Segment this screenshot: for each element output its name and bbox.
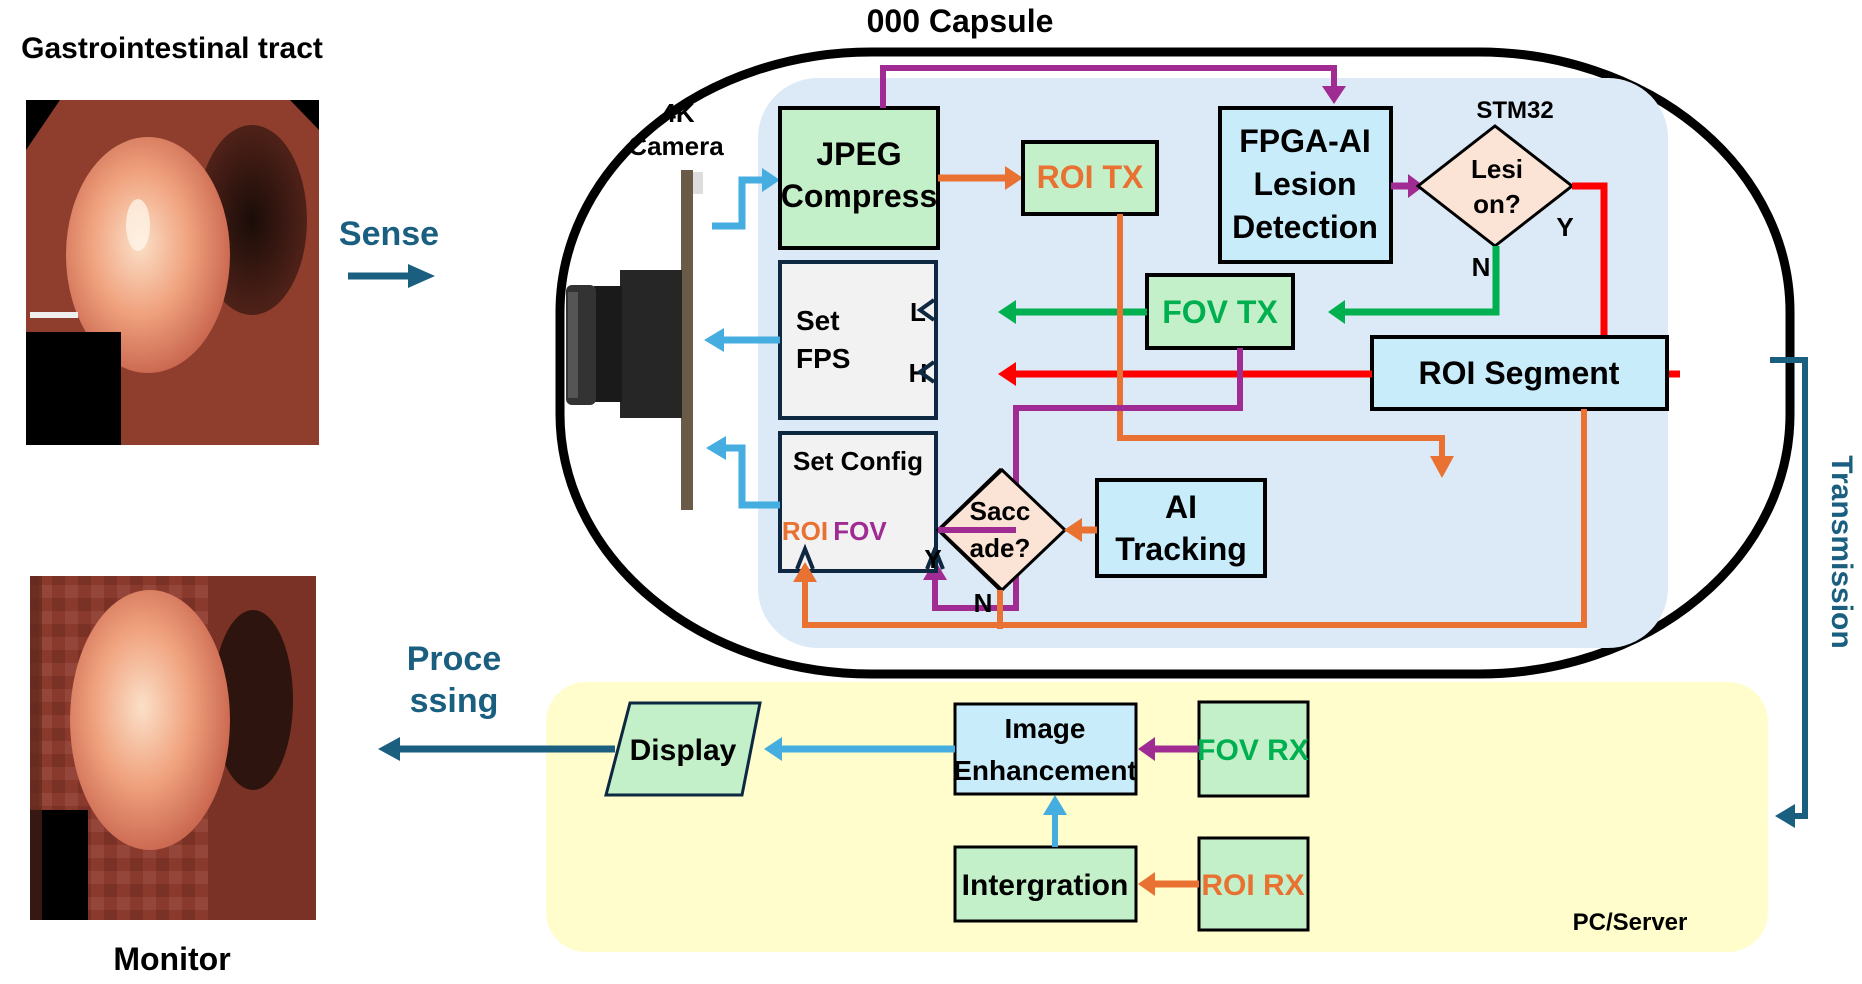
- gi-tract-title: Gastrointestinal tract: [21, 32, 323, 65]
- monitor-image: [30, 576, 316, 920]
- svg-text:ade?: ade?: [970, 533, 1031, 563]
- processing-label-line1: Proce: [407, 640, 502, 678]
- saccade-no-label: N: [974, 588, 993, 618]
- enhancement-to-display-arrow: [764, 737, 955, 761]
- camera-label-line2: Camera: [628, 131, 724, 161]
- svg-text:FOV RX: FOV RX: [1197, 734, 1309, 767]
- svg-text:FPS: FPS: [796, 343, 850, 374]
- svg-text:AI: AI: [1165, 489, 1197, 525]
- svg-text:Sacc: Sacc: [970, 496, 1031, 526]
- fov-rx-box: FOV RX: [1197, 700, 1310, 798]
- jpeg-compress-box: JPEG Compress: [778, 106, 940, 250]
- roi-segment-to-fps-high-arrow: [998, 362, 1372, 386]
- config-fov-port: [925, 543, 945, 570]
- svg-text:on?: on?: [1473, 189, 1521, 219]
- svg-text:Detection: Detection: [1232, 209, 1378, 245]
- set-fps-box: Set FPS L H: [778, 260, 938, 420]
- saccade-text: Sacc ade?: [970, 496, 1031, 563]
- integration-box: Intergration: [953, 845, 1138, 923]
- svg-text:Set Config: Set Config: [793, 446, 923, 476]
- roi-tx-to-ai-tracking-arrow: [1117, 214, 1454, 478]
- config-roi-label: ROI: [782, 516, 828, 546]
- fov-rx-to-enhancement-arrow: [1138, 737, 1199, 761]
- pc-server-label: PC/Server: [1573, 909, 1688, 936]
- svg-text:ROI TX: ROI TX: [1037, 159, 1144, 195]
- fps-low-label: L: [910, 297, 926, 327]
- ai-tracking-box: AI Tracking: [1095, 478, 1267, 578]
- lesion-yes-label: Y: [1556, 212, 1573, 242]
- image-enhancement-box: Image Enhancement: [953, 702, 1138, 796]
- svg-text:ROI Segment: ROI Segment: [1419, 355, 1620, 391]
- saccade-yes-label: Y: [924, 544, 941, 574]
- gi-tract-image: [26, 100, 319, 445]
- svg-text:FOV TX: FOV TX: [1162, 294, 1278, 330]
- svg-text:Intergration: Intergration: [962, 869, 1129, 902]
- saccade-no-to-config-roi-arrow: [793, 409, 1587, 629]
- config-roi-port: [795, 543, 815, 570]
- fov-tx-to-fps-low-arrow: [998, 300, 1147, 324]
- svg-text:FPGA-AI: FPGA-AI: [1239, 123, 1371, 159]
- integration-to-enhancement-arrow: [1043, 795, 1067, 847]
- roi-rx-box: ROI RX: [1197, 836, 1310, 932]
- monitor-title: Monitor: [113, 941, 230, 977]
- capsule-title: 000 Capsule: [867, 3, 1054, 39]
- transmission-arrow: [1770, 357, 1808, 828]
- lesion-no-label: N: [1472, 252, 1491, 282]
- set-config-to-camera-arrow: [706, 436, 780, 509]
- set-fps-to-camera-arrow: [704, 328, 780, 352]
- svg-text:Image: Image: [1005, 713, 1086, 744]
- svg-text:Tracking: Tracking: [1115, 531, 1247, 567]
- ai-tracking-to-saccade-arrow: [1064, 518, 1097, 542]
- svg-text:Lesion: Lesion: [1253, 166, 1356, 202]
- jpeg-to-roi-tx-arrow: [938, 166, 1023, 190]
- processing-label-line2: ssing: [410, 682, 499, 720]
- svg-text:Display: Display: [630, 734, 737, 767]
- camera-module: [566, 170, 703, 510]
- roi-tx-box: ROI TX: [1021, 140, 1159, 216]
- roi-rx-to-integration-arrow: [1138, 872, 1199, 896]
- transmission-label: Transmission: [1825, 455, 1858, 648]
- svg-text:Compress: Compress: [781, 178, 938, 214]
- lesion-no-to-fov-tx-arrow: [1328, 246, 1500, 324]
- svg-text:ROI RX: ROI RX: [1201, 869, 1304, 902]
- set-config-box: Set Config ROI FOV: [778, 431, 945, 573]
- display-box: Display: [604, 701, 762, 797]
- svg-text:JPEG: JPEG: [816, 136, 901, 172]
- svg-text:Lesi: Lesi: [1471, 154, 1523, 184]
- fps-high-port: [916, 360, 936, 384]
- camera-to-jpeg-arrow: [712, 168, 780, 230]
- fov-tx-box: FOV TX: [1145, 273, 1295, 350]
- fpga-lesion-detection-box: FPGA-AI Lesion Detection: [1218, 106, 1393, 264]
- stm32-label: STM32: [1476, 97, 1553, 124]
- sense-label: Sense: [339, 215, 439, 253]
- roi-segment-box: ROI Segment: [1370, 335, 1669, 411]
- config-fov-label: FOV: [833, 516, 887, 546]
- fps-low-port: [916, 298, 936, 322]
- svg-text:Enhancement: Enhancement: [953, 755, 1137, 786]
- svg-text:Set: Set: [796, 305, 840, 336]
- processing-arrow: [378, 737, 615, 761]
- jpeg-to-fpga-arrow: [880, 65, 1346, 108]
- camera-label-line1: 4K: [661, 98, 694, 128]
- sense-arrow: [348, 264, 435, 288]
